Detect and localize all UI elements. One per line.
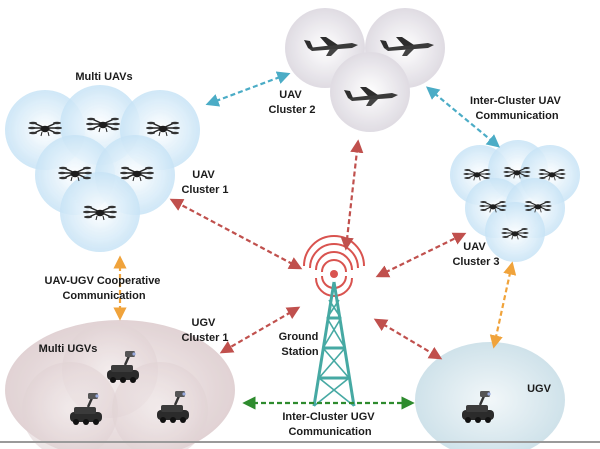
link-station-ugv [373,318,443,360]
link-station-uav3 [375,232,467,278]
uav-cluster-1-area [5,85,200,252]
label-uav-cluster-3: UAV Cluster 3 [452,241,499,268]
label-uav-cluster-2: UAV Cluster 2 [268,89,315,116]
link-uav3-ugv [489,261,517,349]
label-ground-station: Ground Station [279,331,322,358]
label-inter-cluster-ugv: Inter-Cluster UGV Communication [282,411,377,438]
link-station-uav1 [169,198,303,270]
label-ugv-cluster-1: UGV Cluster 1 [181,317,228,344]
label-uav-ugv-cooperative: UAV-UGV Cooperative Communication [45,275,164,302]
link-station-uav2 [340,139,364,251]
link-uav2-uav3 [425,86,501,148]
label-inter-cluster-uav: Inter-Cluster UAV Communication [470,95,564,122]
communication-links [113,71,517,410]
label-multi-uavs: Multi UAVs [75,71,132,83]
ground-station-tower [303,235,365,407]
label-multi-ugvs: Multi UGVs [39,343,98,355]
link-uav1-uav2 [205,71,291,107]
label-ugv: UGV [527,383,552,395]
link-station-ugv1 [219,306,301,354]
label-uav-cluster-1: UAV Cluster 1 [181,169,228,196]
